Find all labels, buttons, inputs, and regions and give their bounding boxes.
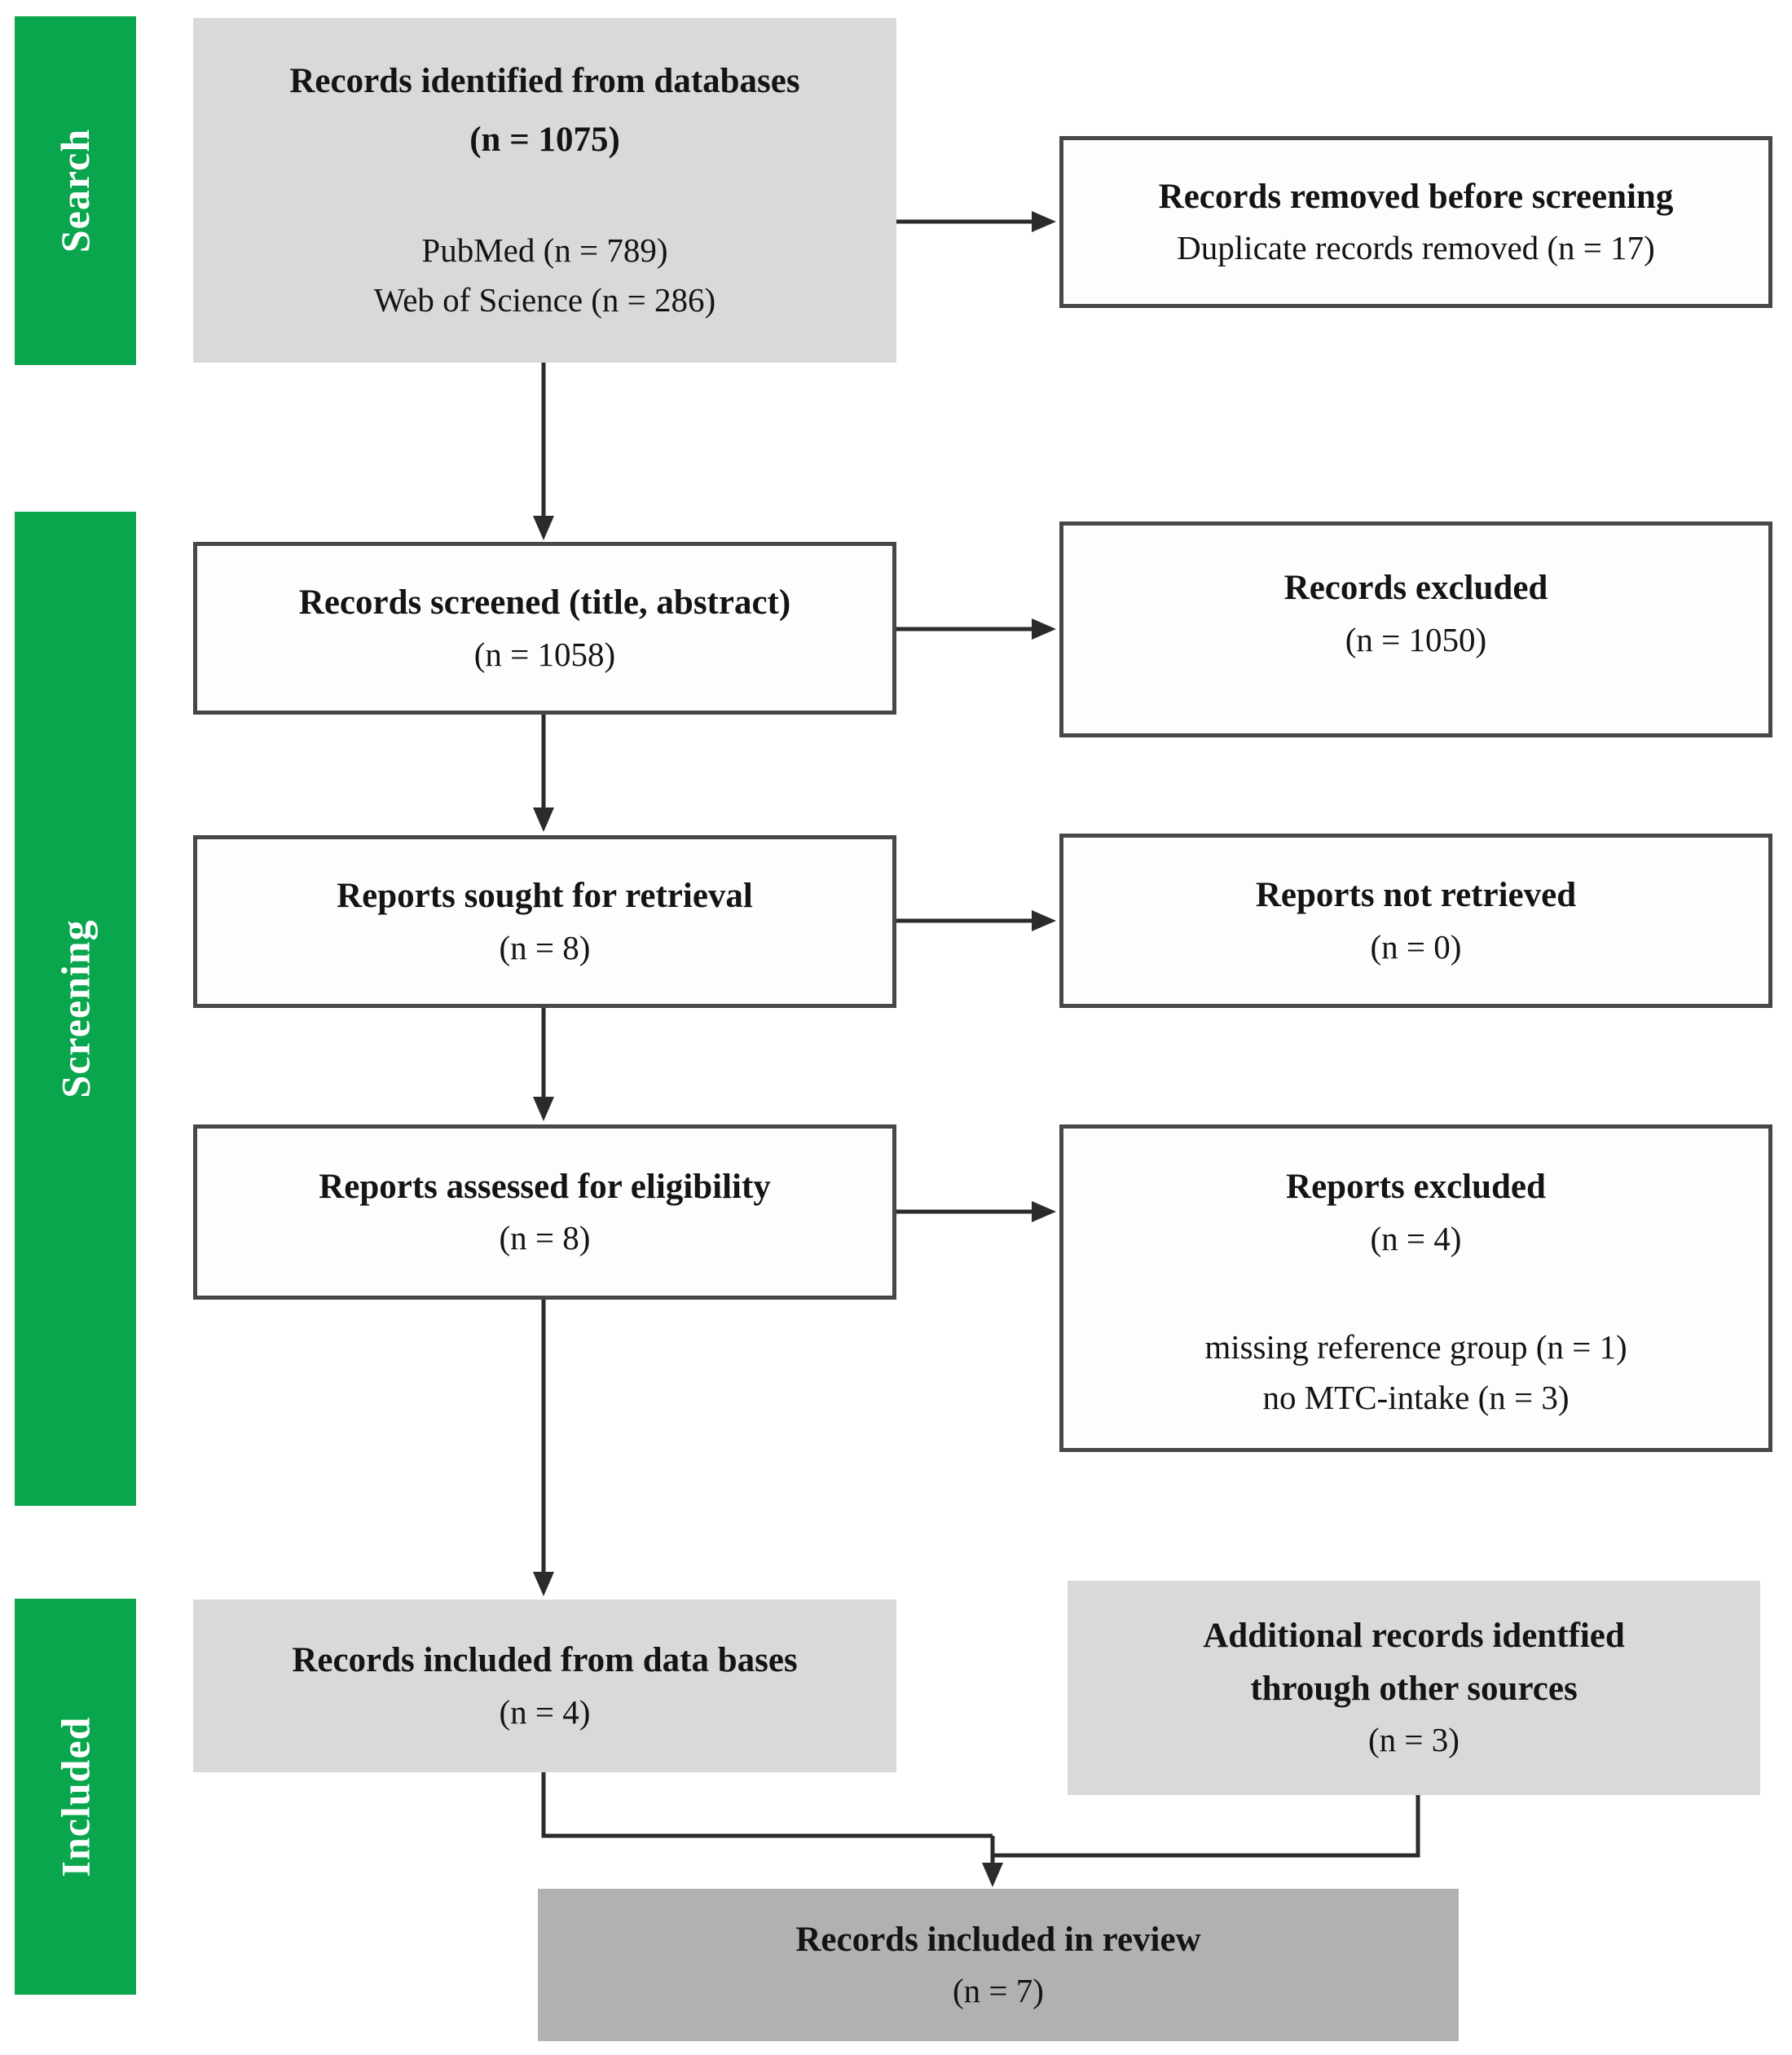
box-records-excluded-count: (n = 1050) [1345, 620, 1487, 658]
arrowhead-screened-to-excluded [1032, 618, 1056, 640]
stage-bar-search: Search [15, 16, 136, 365]
box-reports-not-retrieved: Reports not retrieved (n = 0) [1059, 834, 1772, 1008]
box-records-excluded-title: Records excluded [1283, 569, 1548, 607]
arrowhead-sought-to-assessed [533, 1097, 554, 1121]
box-records-screened-count: (n = 1058) [473, 635, 616, 673]
box-reports-excluded-title: Reports excluded [1286, 1168, 1546, 1206]
box-reports-excluded-reason-2: no MTC-intake (n = 3) [1262, 1378, 1570, 1416]
box-records-identified: Records identified from databases (n = 1… [193, 18, 896, 363]
box-reports-excluded-reason-1: missing reference group (n = 1) [1204, 1328, 1627, 1366]
arrowhead-merge-to-review [982, 1863, 1003, 1887]
elbow-additional-to-review [993, 1795, 1420, 1858]
box-records-excluded: Records excluded (n = 1050) [1059, 521, 1772, 737]
box-reports-sought: Reports sought for retrieval (n = 8) [193, 835, 896, 1008]
box-records-removed: Records removed before screening Duplica… [1059, 136, 1772, 308]
box-records-included-databases-count: (n = 4) [499, 1692, 591, 1731]
box-records-identified-count: (n = 1075) [469, 121, 620, 159]
stage-label-search: Search [52, 128, 99, 253]
box-additional-records-title-line1: Additional records identfied [1203, 1617, 1625, 1656]
box-reports-assessed: Reports assessed for eligibility (n = 8) [193, 1124, 896, 1300]
stage-label-screening: Screening [52, 919, 99, 1098]
box-records-identified-source-pubmed: PubMed (n = 789) [421, 231, 668, 269]
box-reports-not-retrieved-title: Reports not retrieved [1255, 876, 1577, 914]
arrowhead-identified-to-removed [1032, 211, 1056, 232]
box-reports-sought-title: Reports sought for retrieval [337, 877, 753, 915]
box-records-removed-detail: Duplicate records removed (n = 17) [1177, 229, 1655, 266]
stage-bar-included: Included [15, 1599, 136, 1995]
stage-bar-screening: Screening [15, 512, 136, 1506]
box-reports-excluded: Reports excluded (n = 4) missing referen… [1059, 1124, 1772, 1452]
box-records-identified-title: Records identified from databases [289, 61, 800, 100]
box-records-identified-source-wos: Web of Science (n = 286) [373, 281, 716, 319]
box-reports-assessed-title: Reports assessed for eligibility [319, 1167, 771, 1206]
arrowhead-assessed-to-reports-excluded [1032, 1201, 1056, 1222]
box-additional-records-count: (n = 3) [1368, 1721, 1460, 1759]
box-records-screened: Records screened (title, abstract) (n = … [193, 542, 896, 715]
box-records-removed-title: Records removed before screening [1158, 177, 1674, 216]
arrowhead-assessed-to-included [533, 1572, 554, 1596]
box-reports-not-retrieved-count: (n = 0) [1370, 927, 1462, 966]
box-records-screened-title: Records screened (title, abstract) [298, 583, 791, 622]
box-reports-sought-count: (n = 8) [499, 928, 591, 966]
box-reports-excluded-count: (n = 4) [1370, 1219, 1462, 1257]
arrowhead-screened-to-sought [533, 807, 554, 832]
arrowhead-identified-to-screened [533, 516, 554, 540]
box-additional-records: Additional records identfied through oth… [1068, 1581, 1760, 1795]
arrowhead-sought-to-not-retrieved [1032, 910, 1056, 931]
box-records-included-review-count: (n = 7) [953, 1972, 1044, 2009]
box-additional-records-title-line2: through other sources [1250, 1669, 1578, 1708]
box-records-included-review-title: Records included in review [795, 1920, 1201, 1959]
elbow-databases-to-review [541, 1772, 993, 1838]
box-reports-assessed-count: (n = 8) [499, 1219, 591, 1256]
box-records-included-review: Records included in review (n = 7) [538, 1889, 1459, 2041]
box-records-included-databases-title: Records included from data bases [292, 1641, 798, 1679]
box-records-included-databases: Records included from data bases (n = 4) [193, 1600, 896, 1772]
stage-label-included: Included [52, 1716, 99, 1877]
